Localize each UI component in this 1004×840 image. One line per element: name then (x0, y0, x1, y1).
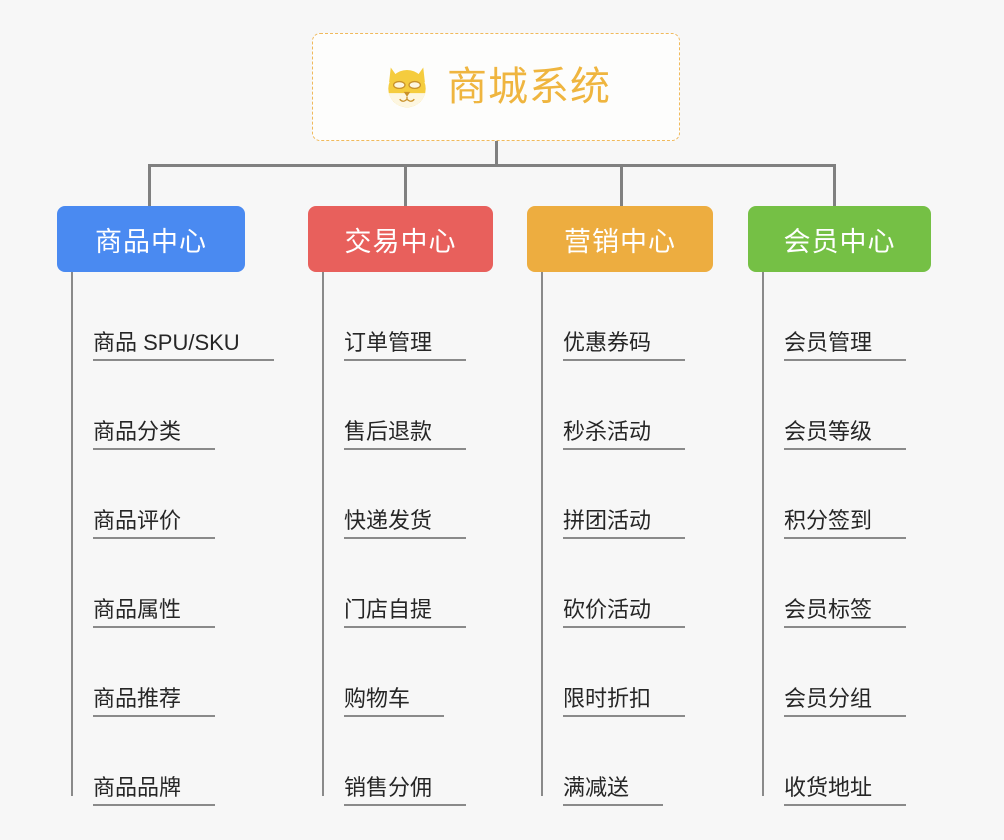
category-box-product[interactable]: 商品中心 (57, 206, 245, 272)
leaf-label: 砍价活动 (563, 598, 686, 628)
leaf-label: 商品推荐 (93, 687, 216, 717)
category-label: 交易中心 (344, 226, 457, 257)
leaf-label: 购物车 (344, 687, 445, 717)
leaf-label: 拼团活动 (563, 509, 686, 539)
leaf-item[interactable]: 拼团活动 (541, 450, 801, 539)
leaf-item[interactable]: 商品属性 (71, 539, 331, 628)
leaf-label: 会员分组 (784, 687, 907, 717)
leaf-label: 订单管理 (344, 331, 467, 361)
leaf-column-trade: 订单管理 售后退款 快递发货 门店自提 购物车 销售分佣 (322, 272, 582, 806)
leaf-item[interactable]: 会员标签 (762, 539, 1004, 628)
leaf-item[interactable]: 售后退款 (322, 361, 582, 450)
leaf-item[interactable]: 门店自提 (322, 539, 582, 628)
leaf-column-member: 会员管理 会员等级 积分签到 会员标签 会员分组 收货地址 (762, 272, 1004, 806)
leaf-item[interactable]: 购物车 (322, 628, 582, 717)
leaf-label: 商品分类 (93, 420, 216, 450)
category-box-trade[interactable]: 交易中心 (308, 206, 493, 272)
leaf-label: 限时折扣 (563, 687, 686, 717)
leaf-label: 商品评价 (93, 509, 216, 539)
leaf-item[interactable]: 秒杀活动 (541, 361, 801, 450)
category-label: 营销中心 (564, 226, 676, 257)
leaf-item[interactable]: 满减送 (541, 717, 801, 806)
leaf-item[interactable]: 商品评价 (71, 450, 331, 539)
leaf-label: 商品 SPU/SKU (93, 331, 274, 361)
leaf-label: 秒杀活动 (563, 420, 686, 450)
leaf-spine (322, 272, 324, 796)
connector-horizontal-bus (148, 164, 836, 167)
leaf-label: 满减送 (563, 776, 664, 806)
connector-drop-4 (833, 164, 836, 206)
root-title: 商城系统 (447, 65, 611, 109)
leaf-item[interactable]: 限时折扣 (541, 628, 801, 717)
leaf-item[interactable]: 销售分佣 (322, 717, 582, 806)
category-box-member[interactable]: 会员中心 (748, 206, 931, 272)
leaf-label: 会员标签 (784, 598, 907, 628)
category-label: 会员中心 (783, 226, 896, 257)
leaf-item[interactable]: 订单管理 (322, 272, 582, 361)
leaf-label: 收货地址 (784, 776, 907, 806)
connector-drop-1 (148, 164, 151, 206)
category-label: 商品中心 (95, 226, 207, 257)
leaf-label: 售后退款 (344, 420, 467, 450)
leaf-spine (71, 272, 73, 796)
leaf-item[interactable]: 砍价活动 (541, 539, 801, 628)
leaf-spine (762, 272, 764, 796)
leaf-label: 优惠券码 (563, 331, 686, 361)
leaf-item[interactable]: 收货地址 (762, 717, 1004, 806)
leaf-item[interactable]: 商品分类 (71, 361, 331, 450)
leaf-item[interactable]: 会员管理 (762, 272, 1004, 361)
leaf-item[interactable]: 快递发货 (322, 450, 582, 539)
leaf-item[interactable]: 积分签到 (762, 450, 1004, 539)
leaf-label: 商品品牌 (93, 776, 216, 806)
connector-root-stem (495, 141, 498, 167)
dog-face-icon (388, 67, 426, 109)
connector-drop-2 (404, 164, 407, 206)
leaf-label: 会员等级 (784, 420, 907, 450)
leaf-label: 快递发货 (344, 509, 467, 539)
leaf-label: 销售分佣 (344, 776, 467, 806)
leaf-label: 门店自提 (344, 598, 467, 628)
leaf-item[interactable]: 商品 SPU/SKU (71, 272, 331, 361)
leaf-spine (541, 272, 543, 796)
leaf-item[interactable]: 会员等级 (762, 361, 1004, 450)
connector-drop-3 (620, 164, 623, 206)
category-box-marketing[interactable]: 营销中心 (527, 206, 713, 272)
leaf-item[interactable]: 优惠券码 (541, 272, 801, 361)
leaf-label: 会员管理 (784, 331, 907, 361)
leaf-item[interactable]: 会员分组 (762, 628, 1004, 717)
leaf-item[interactable]: 商品品牌 (71, 717, 331, 806)
leaf-column-product: 商品 SPU/SKU 商品分类 商品评价 商品属性 商品推荐 商品品牌 (71, 272, 331, 806)
leaf-column-marketing: 优惠券码 秒杀活动 拼团活动 砍价活动 限时折扣 满减送 (541, 272, 801, 806)
leaf-item[interactable]: 商品推荐 (71, 628, 331, 717)
leaf-label: 商品属性 (93, 598, 216, 628)
root-node[interactable]: 商城系统 (312, 33, 680, 141)
leaf-label: 积分签到 (784, 509, 907, 539)
